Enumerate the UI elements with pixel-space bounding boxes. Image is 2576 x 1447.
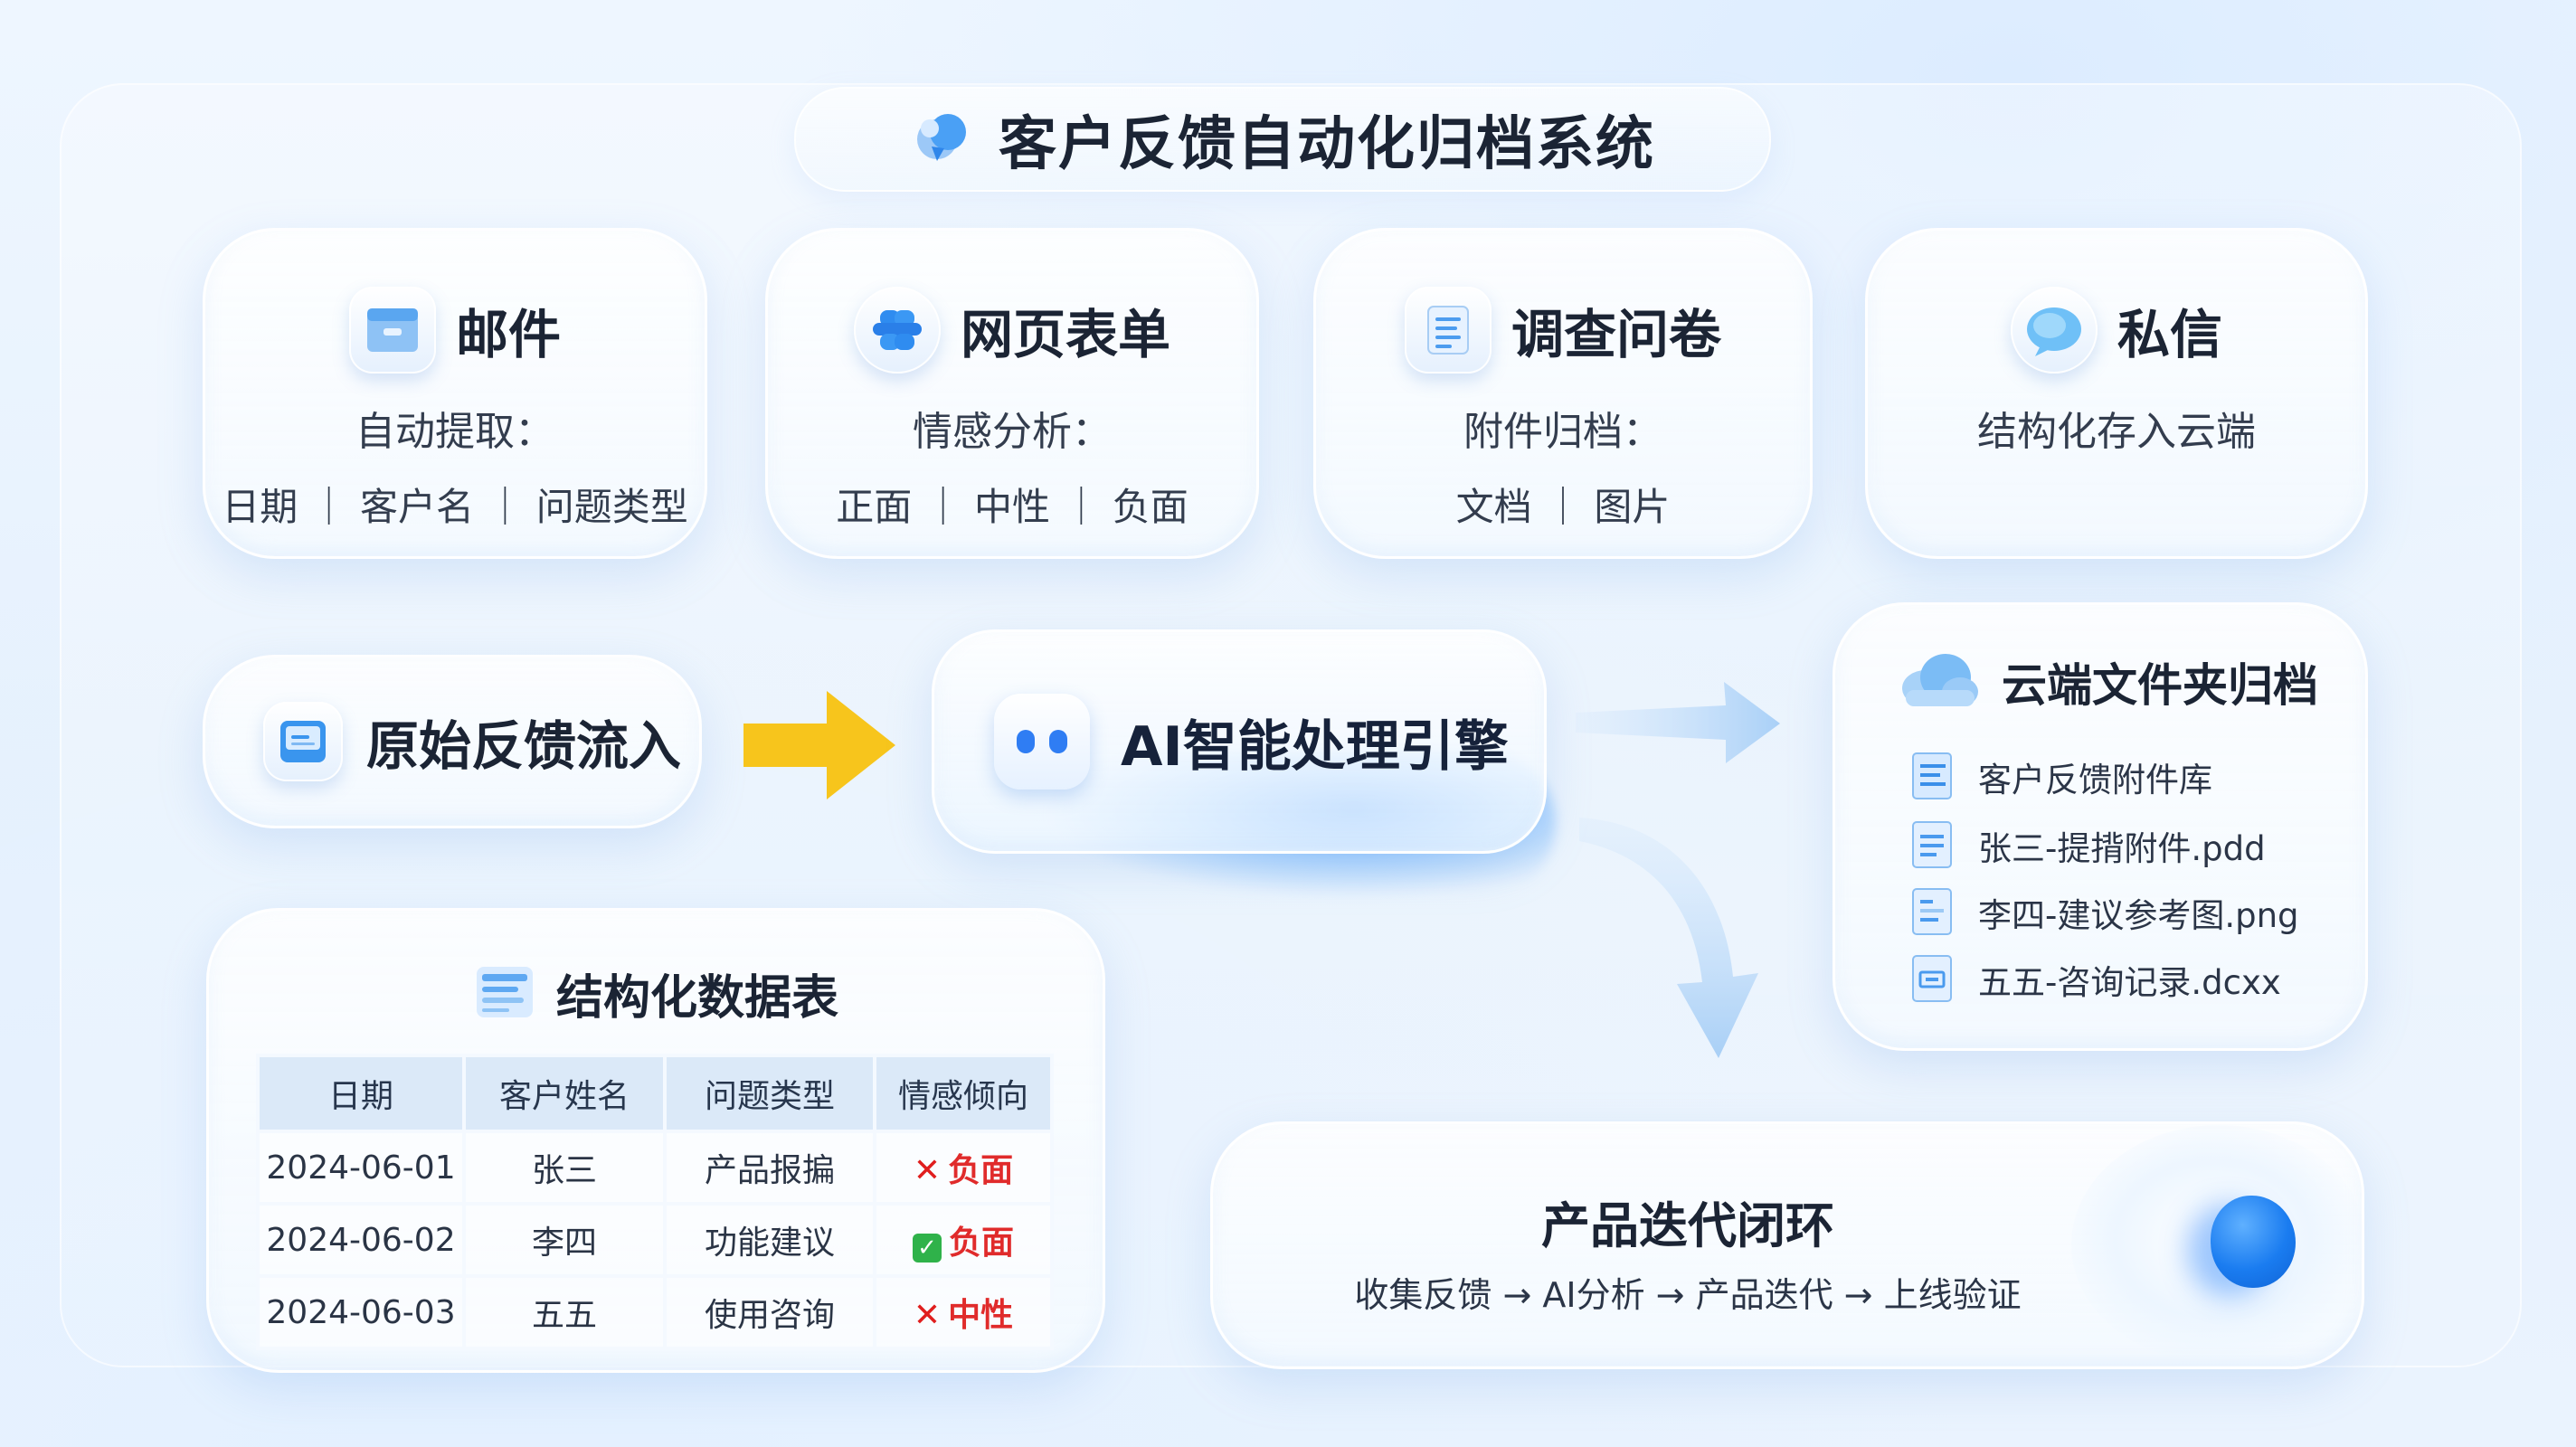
survey-document-icon [1404, 287, 1492, 374]
source-card-survey[interactable]: 调查问卷 附件归档： 文档 ｜ 图片 [1313, 228, 1813, 559]
source-line2: 日期 ｜ 客户名 ｜ 问题类型 [222, 485, 688, 529]
file-name: 五五-咨询记录.dcxx [1978, 963, 2281, 1002]
source-name: 私信 [2117, 304, 2222, 365]
inbox-tray-icon [263, 702, 343, 781]
column-header: 情感倾向 [873, 1054, 1054, 1133]
page-title: 客户反馈自动化归档系统 [999, 111, 1655, 178]
cross-mark-icon: ✕ [913, 1297, 942, 1334]
loop-title: 产品迭代闭环 [1541, 1197, 1834, 1254]
file-row[interactable]: 五五-咨询记录.dcxx [1909, 952, 2281, 1007]
cell-type: 产品报揙 [663, 1130, 876, 1206]
file-row[interactable]: 张三-提揹附件.pdd [1909, 818, 2266, 873]
blue-orb-icon [2211, 1196, 2296, 1288]
source-name: 调查问卷 [1511, 304, 1721, 365]
robot-face-icon [994, 694, 1090, 790]
cell-date: 2024-06-01 [256, 1130, 466, 1206]
sentiment-label: 负面 [948, 1225, 1014, 1262]
web-form-icon [853, 287, 941, 374]
cell-customer: 五五 [462, 1274, 667, 1350]
cell-date: 2024-06-03 [256, 1274, 466, 1350]
mailbox-icon [348, 287, 436, 374]
data-table-title: 结构化数据表 [555, 971, 838, 1026]
check-mark-icon: ✓ [912, 1234, 942, 1263]
ai-engine-node[interactable]: AI智能处理引擎 [932, 629, 1547, 854]
ai-engine-label: AI智能处理引擎 [1121, 714, 1509, 779]
cloud-icon [1895, 648, 1982, 715]
raw-feedback-label: 原始反馈流入 [366, 715, 682, 777]
source-line1: 附件归档： [1463, 409, 1662, 455]
title-banner: 客户反馈自动化归档系统 [794, 87, 1771, 192]
data-table: 日期 客户姓名 问题类型 情感倾向 2024-06-01 张三 产品报揙 ✕负面… [256, 1054, 1054, 1350]
data-table-card: 结构化数据表 日期 客户姓名 问题类型 情感倾向 2024-06-01 张三 产… [206, 908, 1105, 1373]
cell-sentiment: ✕中性 [873, 1274, 1054, 1350]
column-header: 日期 [256, 1054, 466, 1133]
source-line1: 情感分析： [913, 409, 1112, 455]
source-card-web-form[interactable]: 网页表单 情感分析： 正面 ｜ 中性 ｜ 负面 [765, 228, 1259, 559]
column-header: 客户姓名 [462, 1054, 667, 1133]
cell-sentiment: ✕负面 [873, 1130, 1054, 1206]
loop-flow: 收集反馈 → AI分析 → 产品迭代 → 上线验证 [1354, 1275, 2022, 1315]
chat-bubble-icon [2010, 287, 2098, 374]
sentiment-label: 中性 [948, 1297, 1014, 1334]
cell-sentiment: ✓负面 [873, 1202, 1054, 1278]
file-name: 李四-建议参考图.png [1978, 896, 2299, 935]
file-name: 张三-提揹附件.pdd [1978, 829, 2266, 868]
file-row[interactable]: 客户反馈附件库 [1909, 750, 2212, 804]
cross-mark-icon: ✕ [913, 1152, 942, 1189]
cloud-archive-title: 云端文件夹归档 [2002, 659, 2318, 712]
column-header: 问题类型 [663, 1054, 876, 1133]
source-line2: 文档 ｜ 图片 [1455, 485, 1671, 529]
cell-type: 功能建议 [663, 1202, 876, 1278]
record-file-icon [1909, 952, 1958, 1007]
source-name: 邮件 [455, 304, 561, 365]
raw-feedback-input-node[interactable]: 原始反馈流入 [203, 655, 702, 828]
table-icon [473, 963, 536, 1025]
source-line1: 自动提取： [355, 409, 554, 455]
source-card-private-message[interactable]: 私信 结构化存入云端 [1865, 228, 2368, 559]
arrow-to-loop-icon [1579, 818, 1758, 1058]
logo-icon [910, 105, 975, 174]
cell-customer: 张三 [462, 1130, 667, 1206]
folder-doc-icon [1909, 750, 1958, 804]
sentiment-label: 负面 [948, 1152, 1014, 1189]
source-name: 网页表单 [960, 304, 1170, 365]
table-row[interactable]: 2024-06-01 张三 产品报揙 ✕负面 [256, 1130, 1054, 1206]
table-header-row: 日期 客户姓名 问题类型 情感倾向 [256, 1054, 1054, 1133]
source-line1: 结构化存入云端 [1977, 409, 2256, 455]
cell-customer: 李四 [462, 1202, 667, 1278]
table-row[interactable]: 2024-06-02 李四 功能建议 ✓负面 [256, 1202, 1054, 1278]
document-icon [1909, 818, 1958, 873]
image-file-icon [1909, 885, 1958, 940]
source-card-email[interactable]: 邮件 自动提取： 日期 ｜ 客户名 ｜ 问题类型 [203, 228, 707, 559]
arrow-to-cloud-icon [1576, 682, 1780, 763]
file-row[interactable]: 李四-建议参考图.png [1909, 885, 2299, 940]
cloud-archive-card[interactable]: 云端文件夹归档 客户反馈附件库 张三-提揹附件.pdd 李四-建议参考图.png… [1833, 602, 2368, 1051]
arrow-right-icon [743, 691, 895, 799]
cell-date: 2024-06-02 [256, 1202, 466, 1278]
cell-type: 使用咨询 [663, 1274, 876, 1350]
file-name: 客户反馈附件库 [1978, 761, 2212, 799]
table-row[interactable]: 2024-06-03 五五 使用咨询 ✕中性 [256, 1274, 1054, 1350]
source-line2: 正面 ｜ 中性 ｜ 负面 [836, 485, 1189, 529]
